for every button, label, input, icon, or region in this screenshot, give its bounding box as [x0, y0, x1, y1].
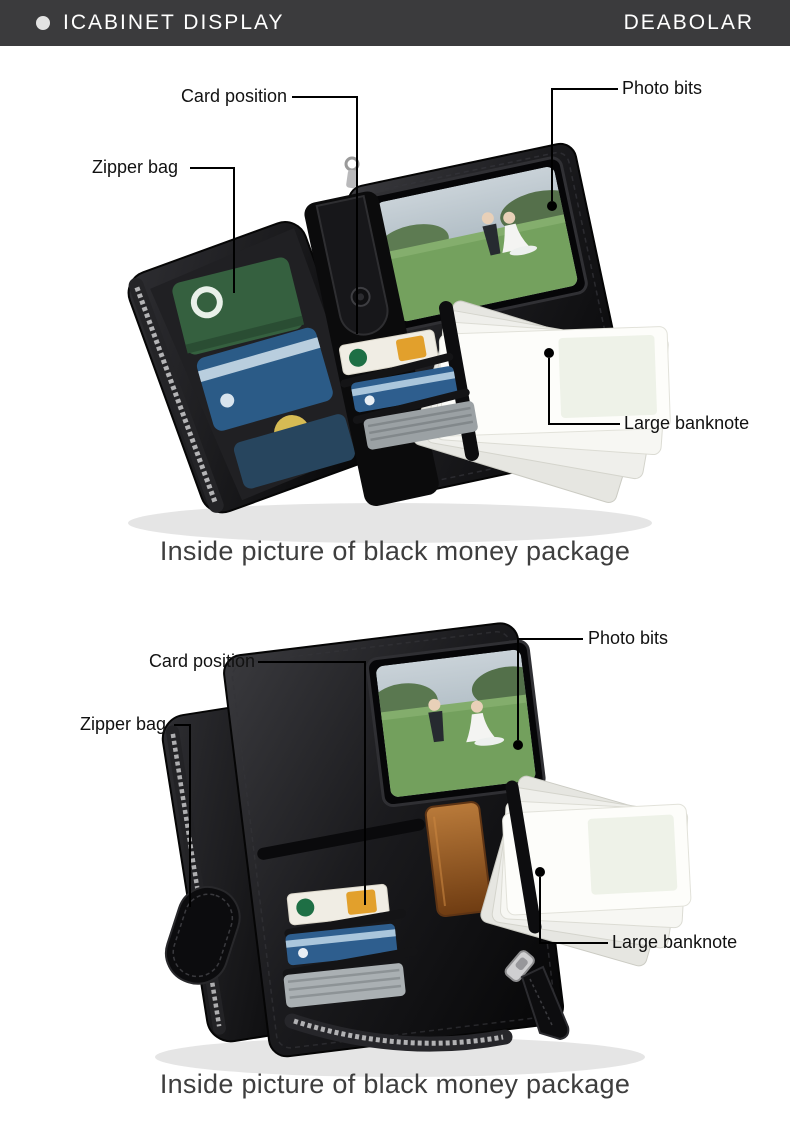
wallet-shadow — [128, 503, 652, 543]
label-card-position: Card position — [180, 86, 287, 106]
label-large-banknote: Large banknote — [612, 932, 738, 952]
callout-lines — [190, 88, 620, 425]
callout-line-card-position — [258, 661, 366, 905]
card-gray — [283, 963, 406, 1008]
callout-line-photo-bits — [517, 638, 583, 740]
callout-lines — [174, 638, 608, 944]
card-blue — [351, 366, 458, 413]
snap-strap-tab — [164, 885, 241, 985]
cards-in-pocket — [172, 257, 355, 489]
label-zipper-bag: Zipper bag — [92, 157, 179, 177]
brown-card — [424, 801, 492, 918]
zipper-pocket — [127, 221, 380, 514]
zipper-teeth — [134, 286, 218, 505]
callout-line-large-banknote — [539, 877, 608, 944]
wallet-section-bottom: Photo bits Card position Zipper bag Larg… — [0, 575, 790, 1122]
bullet-icon — [36, 16, 50, 30]
wallet-photo-top — [127, 88, 671, 543]
callout-dot-photo-bits — [547, 201, 557, 211]
header-left-title: ICABINET DISPLAY — [63, 11, 285, 34]
zipper — [284, 950, 570, 1052]
label-photo-bits: Photo bits — [588, 628, 669, 648]
bill-slot-edge — [505, 780, 542, 934]
callout-dot-photo-bits — [513, 740, 523, 750]
callout-dot-large-banknote — [535, 867, 545, 877]
section-caption: Inside picture of black money package — [159, 536, 631, 566]
header-left: ICABINET DISPLAY — [36, 11, 284, 35]
wallet-section-top: Card position Photo bits Zipper bag Larg… — [0, 46, 790, 575]
label-large-banknote: Large banknote — [624, 413, 750, 433]
card-white-orange — [286, 883, 390, 926]
card-slots — [338, 329, 478, 450]
header-right-title: DEABOLAR — [623, 11, 754, 34]
section-caption: Inside picture of black money package — [159, 1069, 631, 1099]
card-slots — [282, 883, 418, 1008]
label-photo-bits: Photo bits — [622, 78, 703, 98]
middle-slot-opening — [257, 818, 425, 860]
wallet-photo-bottom — [155, 622, 692, 1077]
callout-line-large-banknote — [548, 358, 620, 425]
card-gray — [363, 401, 478, 450]
zipper-slider — [504, 950, 535, 982]
callout-line-zipper-bag — [190, 167, 235, 293]
callout-line-photo-bits — [551, 88, 618, 201]
label-card-position: Card position — [148, 651, 255, 671]
header-bar: ICABINET DISPLAY DEABOLAR — [0, 0, 790, 46]
card-white-orange — [338, 329, 439, 376]
label-zipper-bag: Zipper bag — [80, 714, 167, 734]
callout-line-zipper-bag — [174, 724, 191, 907]
banknotes — [412, 300, 671, 504]
callout-dot-large-banknote — [544, 348, 554, 358]
zipper-teeth — [293, 1018, 504, 1046]
callout-line-card-position — [292, 96, 358, 334]
wedding-photo — [375, 165, 579, 323]
